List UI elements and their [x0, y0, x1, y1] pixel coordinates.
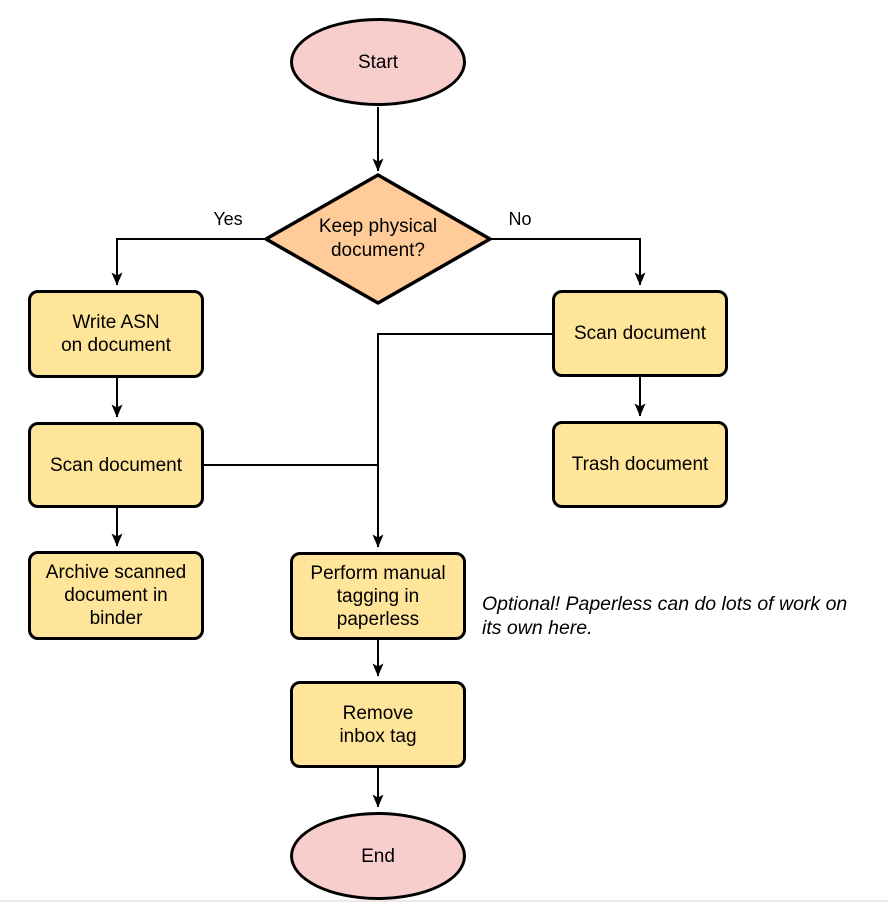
edge-scan-right-to-perform-tagging — [372, 333, 552, 548]
node-perform-manual-tagging: Perform manual tagging in paperless — [290, 552, 466, 640]
node-end: End — [290, 812, 466, 900]
node-trash-document: Trash document — [552, 421, 728, 508]
edge-decision-yes-to-write-asn — [111, 238, 266, 286]
node-decision-label: Keep physical document? — [318, 216, 438, 261]
edge-label-no: No — [508, 209, 532, 229]
edge-decision-no-to-scan-right — [490, 238, 646, 286]
bottom-edge-line — [0, 900, 888, 902]
optional-note: Optional! Paperless can do lots of work … — [482, 593, 848, 639]
node-start: Start — [290, 18, 466, 106]
node-remove-inbox-tag: Remove inbox tag — [290, 681, 466, 768]
node-scan-document-right: Scan document — [552, 290, 728, 377]
node-scan-document-left: Scan document — [28, 422, 204, 508]
node-archive-scanned: Archive scanned document in binder — [28, 551, 204, 640]
edge-label-yes: Yes — [213, 209, 243, 229]
node-write-asn: Write ASN on document — [28, 290, 204, 378]
decision-diamond-shape — [264, 173, 492, 305]
